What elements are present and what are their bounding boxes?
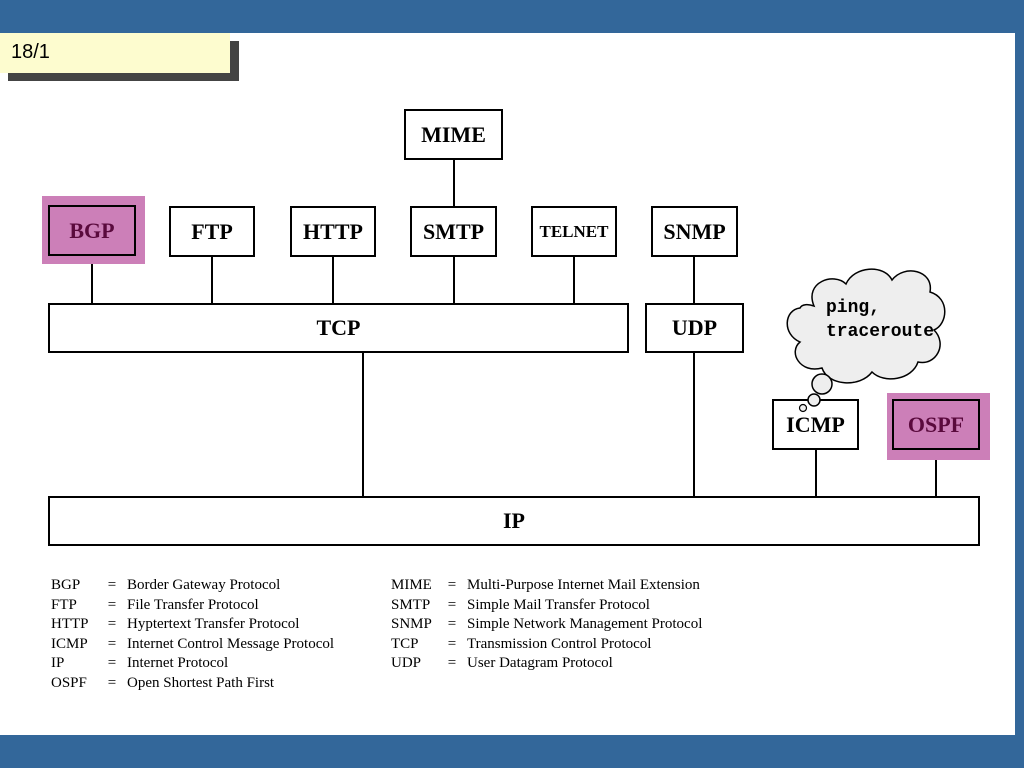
legend-abbr: UDP: [391, 655, 422, 671]
legend-description: Internet Control Message Protocol: [127, 635, 335, 652]
smtp-box: SMTP: [410, 206, 497, 257]
legend-abbr: BGP: [51, 577, 81, 593]
legend-row: TCP = Transmission Control Protocol: [391, 635, 702, 655]
snmp-label: SNMP: [663, 218, 726, 244]
bgp-box: BGP: [48, 205, 136, 256]
legend-row: SMTP = Simple Mail Transfer Protocol: [391, 596, 702, 616]
legend-description: Border Gateway Protocol: [127, 577, 281, 593]
ospf-box: OSPF: [892, 399, 980, 450]
legend-description: User Datagram Protocol: [467, 655, 613, 671]
line-udp-ip: [693, 352, 695, 497]
legend-row: ICMP = Internet Control Message Protocol: [51, 635, 334, 655]
legend-description: Open Shortest Path First: [127, 674, 275, 691]
line-icmp-ip: [815, 449, 817, 497]
slide-number-tag: 18/1: [0, 33, 230, 73]
slide-number: 18/1: [11, 41, 50, 63]
legend-equals: =: [447, 577, 457, 593]
legend-equals: =: [447, 635, 457, 652]
line-tcp-ip: [362, 352, 364, 497]
line-bgp-tcp: [91, 256, 93, 304]
telnet-label: TELNET: [539, 221, 609, 241]
line-ospf-ip: [935, 449, 937, 497]
legend-abbr: TCP: [391, 635, 419, 652]
legend-abbr: SNMP: [391, 616, 432, 632]
legend-equals: =: [107, 596, 117, 613]
snmp-box: SNMP: [651, 206, 738, 257]
legend-equals: =: [107, 635, 117, 652]
legend-description: Internet Protocol: [127, 655, 229, 671]
legend-abbr: ICMP: [51, 635, 88, 652]
legend-description: Simple Mail Transfer Protocol: [467, 596, 650, 613]
line-mime-smtp: [453, 159, 455, 207]
legend-row: BGP = Border Gateway Protocol: [51, 576, 334, 596]
line-smtp-tcp: [453, 256, 455, 304]
legend-abbr: IP: [51, 655, 65, 671]
ftp-box: FTP: [169, 206, 255, 257]
legend-row: MIME = Multi-Purpose Internet Mail Extensi…: [391, 576, 702, 596]
legend-equals: =: [447, 655, 457, 671]
thought-cloud: [786, 268, 946, 413]
tcp-box: TCP: [48, 303, 629, 353]
line-telnet-tcp: [573, 256, 575, 304]
http-box: HTTP: [290, 206, 376, 257]
legend-abbr: MIME: [391, 577, 432, 593]
cloud-bubble-medium: [807, 393, 821, 407]
legend-description: Multi-Purpose Internet Mail Extension: [467, 577, 700, 593]
ip-label: IP: [503, 508, 525, 533]
legend-right: MIME = Multi-Purpose Internet Mail Extensi…: [391, 576, 702, 674]
ospf-label: OSPF: [907, 411, 965, 437]
legend-equals: =: [447, 616, 457, 632]
ip-box: IP: [48, 496, 980, 546]
mime-box: MIME: [404, 109, 503, 160]
legend-equals: =: [107, 655, 117, 671]
http-label: HTTP: [303, 218, 363, 244]
legend-description: Transmission Control Protocol: [467, 635, 652, 652]
cloud-bubble-small: [798, 403, 808, 413]
legend-description: Hyptertext Transfer Protocol: [127, 616, 300, 632]
legend-row: HTTP = Hyptertext Transfer Protocol: [51, 615, 334, 635]
legend-description: Simple Network Management Protocol: [467, 616, 703, 632]
legend-equals: =: [107, 674, 117, 691]
bgp-label: BGP: [69, 217, 115, 243]
legend-description: File Transfer Protocol: [127, 596, 259, 613]
legend-abbr: FTP: [51, 596, 77, 613]
mime-label: MIME: [421, 121, 486, 147]
legend-row: UDP = User Datagram Protocol: [391, 654, 702, 674]
legend-abbr: HTTP: [51, 616, 89, 632]
legend-row: IP = Internet Protocol: [51, 654, 334, 674]
line-ftp-tcp: [211, 256, 213, 304]
cloud-shape: [786, 268, 946, 384]
legend-abbr: SMTP: [391, 596, 431, 613]
slide-canvas: [0, 33, 1015, 735]
legend-equals: =: [107, 577, 117, 593]
cloud-text: ping, traceroute: [826, 298, 935, 342]
telnet-box: TELNET: [531, 206, 617, 257]
icmp-label: ICMP: [786, 411, 845, 437]
smtp-label: SMTP: [422, 218, 485, 244]
legend-equals: =: [107, 616, 117, 632]
line-snmp-udp: [693, 256, 695, 304]
udp-label: UDP: [671, 315, 718, 340]
ftp-label: FTP: [191, 218, 233, 244]
line-http-tcp: [332, 256, 334, 304]
cloud-bubble-large: [811, 373, 833, 395]
legend-abbr: OSPF: [51, 674, 87, 691]
legend-row: FTP = File Transfer Protocol: [51, 596, 334, 616]
legend-equals: =: [447, 596, 457, 613]
legend-row: OSPF = Open Shortest Path First: [51, 674, 334, 694]
tcp-label: TCP: [316, 315, 361, 340]
udp-box: UDP: [645, 303, 744, 353]
legend-row: SNMP = Simple Network Management Protocol: [391, 615, 702, 635]
